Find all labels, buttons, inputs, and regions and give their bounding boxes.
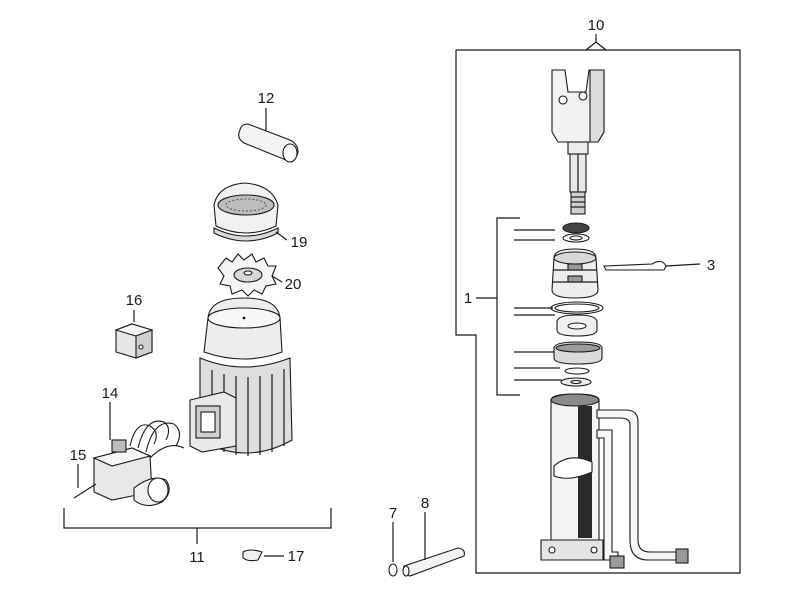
screw-15 bbox=[73, 464, 97, 499]
terminal-box-14 bbox=[92, 402, 185, 507]
label-15: 15 bbox=[70, 447, 87, 464]
o-ring-large bbox=[550, 301, 604, 315]
bracket-11 bbox=[63, 508, 332, 544]
label-8: 8 bbox=[421, 495, 429, 512]
label-7: 7 bbox=[389, 505, 397, 522]
clip-17 bbox=[242, 549, 284, 562]
bracket-1 bbox=[476, 217, 562, 396]
label-17: 17 bbox=[288, 548, 305, 565]
label-3: 3 bbox=[707, 257, 715, 274]
label-16: 16 bbox=[126, 292, 143, 309]
assembly-frame-10 bbox=[455, 34, 741, 574]
bushing bbox=[553, 341, 603, 365]
label-1: 1 bbox=[464, 290, 472, 307]
label-10: 10 bbox=[588, 17, 605, 34]
roller-12 bbox=[238, 108, 299, 163]
cylinder-body bbox=[540, 393, 689, 569]
label-20: 20 bbox=[285, 276, 302, 293]
block-16 bbox=[114, 310, 154, 359]
label-14: 14 bbox=[102, 385, 119, 402]
piston-body bbox=[551, 248, 599, 299]
pin-3 bbox=[603, 260, 701, 271]
washer-mid bbox=[556, 314, 598, 337]
motor bbox=[189, 297, 293, 456]
small-rings bbox=[560, 367, 592, 387]
clevis-rod bbox=[551, 69, 605, 215]
label-12: 12 bbox=[258, 90, 275, 107]
label-19: 19 bbox=[291, 234, 308, 251]
ring-7 bbox=[388, 522, 398, 577]
fan-20 bbox=[217, 253, 283, 297]
seal-stack bbox=[562, 222, 590, 243]
tube-8 bbox=[402, 512, 465, 577]
fan-cover-19 bbox=[213, 182, 288, 242]
label-11: 11 bbox=[189, 549, 205, 566]
